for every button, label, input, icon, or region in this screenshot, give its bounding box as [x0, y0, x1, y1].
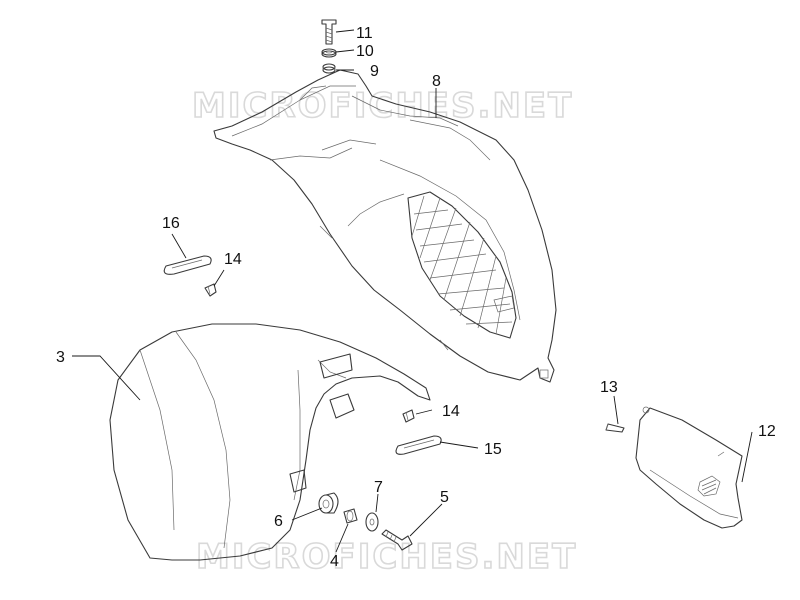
callout-6: 6 — [274, 513, 283, 530]
clip-14-upper-part — [204, 283, 217, 297]
washer-part — [365, 512, 379, 532]
bolt-part — [381, 529, 413, 551]
front-mudguard-part — [109, 323, 431, 561]
leader-lines — [72, 29, 753, 553]
callout-labels: 11 10 9 8 16 14 3 13 14 12 15 7 5 6 4 — [56, 25, 776, 570]
callout-3: 3 — [56, 349, 65, 366]
callout-14-lower: 14 — [442, 403, 460, 420]
callout-10: 10 — [356, 43, 374, 60]
bushing-part — [318, 492, 339, 514]
callout-13: 13 — [600, 379, 618, 396]
callout-15: 15 — [484, 441, 502, 458]
callout-9: 9 — [370, 63, 379, 80]
top-screw-part — [321, 19, 337, 45]
screw-13-part — [605, 423, 625, 433]
strip-15-part — [395, 435, 442, 455]
watermark-top: MICROFICHES.NET — [192, 86, 573, 126]
top-spacer-part — [322, 63, 336, 74]
clip-14-lower-part — [402, 409, 415, 423]
inner-shield-part — [213, 69, 557, 383]
cover-plate-part — [635, 406, 743, 529]
callout-5: 5 — [440, 489, 449, 506]
callout-8: 8 — [432, 73, 441, 90]
callout-11: 11 — [356, 25, 373, 42]
top-washer-part — [321, 48, 337, 58]
callout-16: 16 — [162, 215, 180, 232]
spacer-part — [343, 508, 358, 524]
callout-14-upper: 14 — [224, 251, 242, 268]
callout-4: 4 — [330, 553, 339, 570]
callout-7: 7 — [374, 479, 383, 496]
watermark-bottom: MICROFICHES.NET — [196, 537, 577, 577]
strip-16-part — [163, 255, 212, 275]
callout-12: 12 — [758, 423, 776, 440]
